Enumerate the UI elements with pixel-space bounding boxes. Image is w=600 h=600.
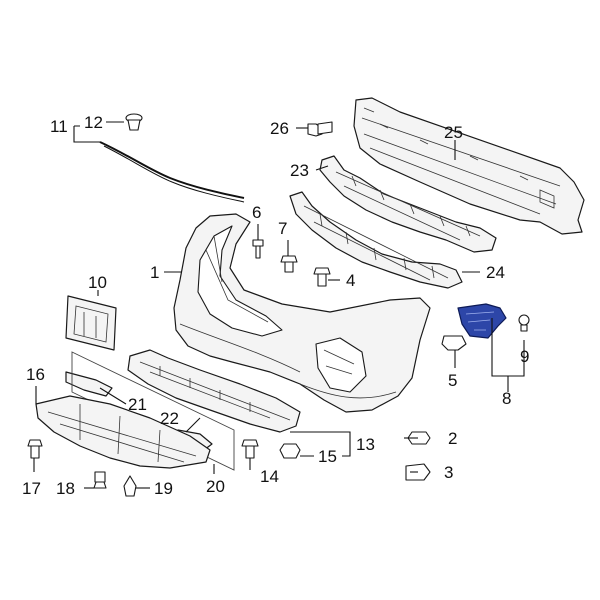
- callout-12: 12: [84, 113, 103, 132]
- lower-deflector-panel[interactable]: [127, 349, 301, 433]
- bolt-26[interactable]: [307, 121, 333, 137]
- license-plate-bracket[interactable]: [65, 295, 117, 351]
- callout-25: 25: [444, 123, 463, 142]
- bumper-cover[interactable]: [173, 213, 431, 413]
- clip-19[interactable]: [123, 475, 137, 497]
- callout-8: 8: [502, 389, 511, 408]
- callout-21: 21: [128, 395, 147, 414]
- callout-16: 16: [26, 365, 45, 384]
- bolt-17[interactable]: [27, 439, 43, 459]
- air-deflector[interactable]: [65, 371, 113, 397]
- clip-5[interactable]: [441, 335, 467, 351]
- callout-19: 19: [154, 479, 173, 498]
- leader-lines: [33, 121, 525, 489]
- callout-26: 26: [270, 119, 289, 138]
- clip-12[interactable]: [125, 113, 143, 131]
- callout-11: 11: [50, 117, 68, 136]
- bolt-14[interactable]: [241, 439, 259, 459]
- clip-15[interactable]: [279, 443, 301, 459]
- engine-under-cover[interactable]: [35, 395, 211, 469]
- callout-2: 2: [448, 429, 457, 448]
- callout-17: 17: [22, 479, 41, 498]
- clip-9[interactable]: [518, 314, 530, 332]
- callout-6: 6: [252, 203, 261, 222]
- callout-5: 5: [448, 371, 457, 390]
- callout-14: 14: [260, 467, 279, 486]
- callout-3: 3: [444, 463, 453, 482]
- callout-10: 10: [88, 273, 107, 292]
- group-20-outline: [71, 351, 235, 471]
- callout-1: 1: [150, 263, 159, 282]
- trim-strip[interactable]: [99, 141, 245, 203]
- callout-7: 7: [278, 219, 287, 238]
- upper-energy-absorber[interactable]: [319, 155, 497, 253]
- side-retainer-bracket[interactable]: [457, 303, 507, 339]
- callout-13: 13: [356, 435, 375, 454]
- callout-15: 15: [318, 447, 337, 466]
- callout-4: 4: [346, 271, 355, 290]
- callout-20: 20: [206, 477, 225, 496]
- callout-labels: 1 2 3 4 5 6 7 8 9 10 11 12 13 14 15 16 1…: [22, 113, 529, 498]
- bolt-4[interactable]: [313, 267, 331, 287]
- lower-energy-absorber[interactable]: [289, 191, 463, 289]
- callout-22: 22: [160, 409, 179, 428]
- callout-24: 24: [486, 263, 505, 282]
- callout-9: 9: [520, 347, 529, 366]
- callout-23: 23: [290, 161, 309, 180]
- bumper-reinforcement[interactable]: [353, 97, 585, 235]
- screw-6[interactable]: [252, 239, 264, 259]
- callout-18: 18: [56, 479, 75, 498]
- bolt-18[interactable]: [93, 471, 107, 489]
- bolt-7[interactable]: [280, 255, 298, 273]
